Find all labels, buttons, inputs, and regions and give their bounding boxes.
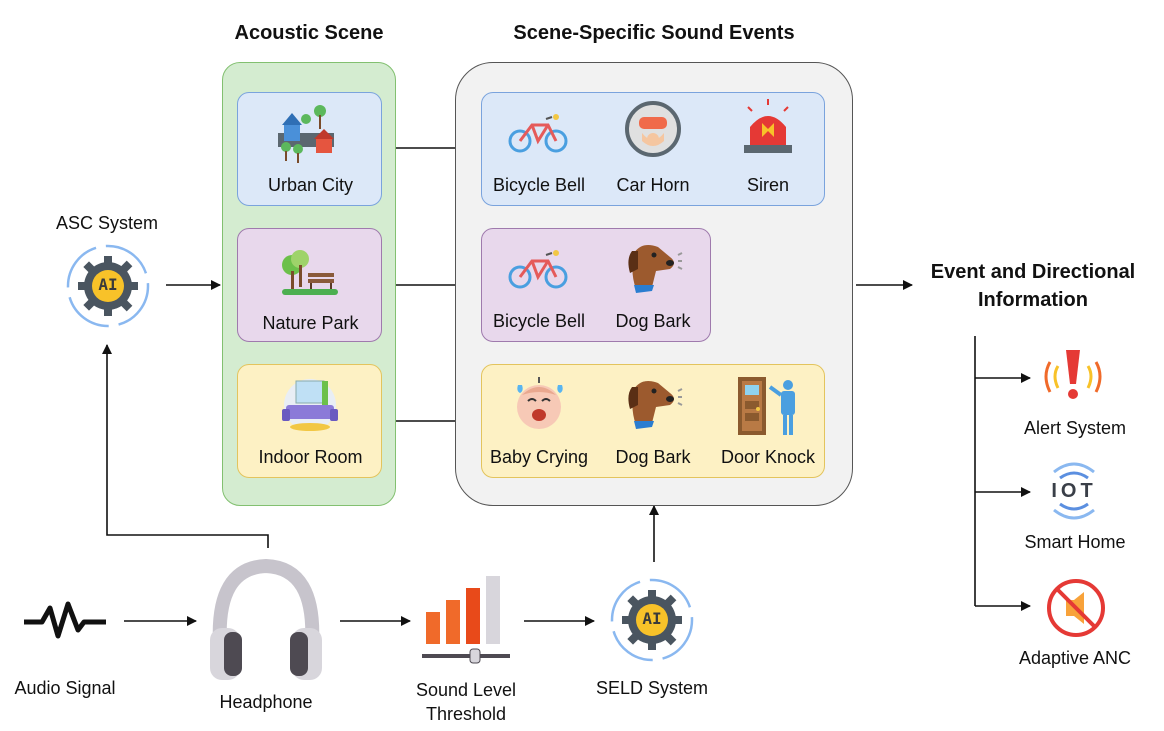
asc-ai-badge: AI — [98, 275, 118, 294]
headphone-label: Headphone — [219, 692, 313, 712]
event-label-dog-bark: Dog Bark — [615, 447, 691, 467]
event-label-baby-crying: Baby Crying — [489, 447, 589, 467]
car-horn-icon — [625, 101, 681, 157]
headphone-icon — [210, 558, 322, 680]
sound-level-icon — [422, 576, 510, 664]
city-icon — [278, 105, 334, 163]
park-icon — [282, 250, 338, 295]
events-card-urban: Bicycle Bell Car Horn Siren — [481, 92, 825, 206]
output-title: Event and Directional Information — [930, 261, 1136, 311]
siren-icon — [744, 99, 792, 153]
baby-crying-icon — [517, 377, 563, 429]
room-icon — [282, 379, 338, 431]
arrow-headphone-to-asc — [102, 344, 269, 548]
event-label-door-knock: Door Knock — [720, 447, 816, 467]
scene-events-title: Scene-Specific Sound Events — [513, 22, 795, 44]
acoustic-scene-title: Acoustic Scene — [234, 22, 384, 44]
door-knock-icon — [738, 377, 795, 435]
seld-ai-badge: AI — [642, 609, 662, 628]
seld-system-icon: AI — [608, 576, 696, 664]
adaptive-anc-label: Adaptive ANC — [1018, 648, 1132, 668]
mute-speaker-icon — [1047, 579, 1105, 637]
ai-gear-icon — [610, 578, 694, 662]
scene-card-urban-city: Urban City — [237, 92, 382, 206]
event-label-bicycle-bell: Bicycle Bell — [492, 311, 586, 331]
events-card-park: Bicycle Bell Dog Bark — [481, 228, 711, 342]
event-label-dog-bark: Dog Bark — [615, 311, 691, 331]
bicycle-icon — [508, 250, 568, 289]
event-label-car-horn: Car Horn — [616, 175, 690, 195]
dog-icon — [628, 381, 683, 429]
dog-icon — [628, 245, 683, 293]
alert-system-label: Alert System — [1023, 418, 1127, 438]
seld-system-label: SELD System — [595, 678, 709, 698]
asc-system-label: ASC System — [55, 213, 159, 233]
scene-label-urban: Urban City — [267, 175, 354, 195]
scene-label-park: Nature Park — [262, 313, 359, 333]
waveform-icon — [24, 601, 106, 639]
iot-text: IOT — [1051, 480, 1097, 502]
event-label-siren: Siren — [746, 175, 790, 195]
event-label-bicycle-bell: Bicycle Bell — [492, 175, 586, 195]
smart-home-label: Smart Home — [1024, 532, 1126, 552]
asc-system-icon: AI — [64, 242, 152, 330]
alert-icon — [1044, 350, 1102, 399]
ai-gear-icon — [66, 244, 150, 328]
bicycle-icon — [508, 114, 568, 153]
audio-signal-label: Audio Signal — [14, 678, 116, 698]
sound-level-label: Sound Level Threshold — [415, 680, 517, 724]
scene-card-indoor-room: Indoor Room — [237, 364, 382, 478]
scene-card-nature-park: Nature Park — [237, 228, 382, 342]
scene-label-indoor: Indoor Room — [258, 447, 363, 467]
events-card-indoor: Baby Crying Dog Bark Door Knock — [481, 364, 825, 478]
wifi-arcs-icon — [1053, 462, 1095, 520]
smart-home-icon: IOT — [1044, 460, 1104, 522]
